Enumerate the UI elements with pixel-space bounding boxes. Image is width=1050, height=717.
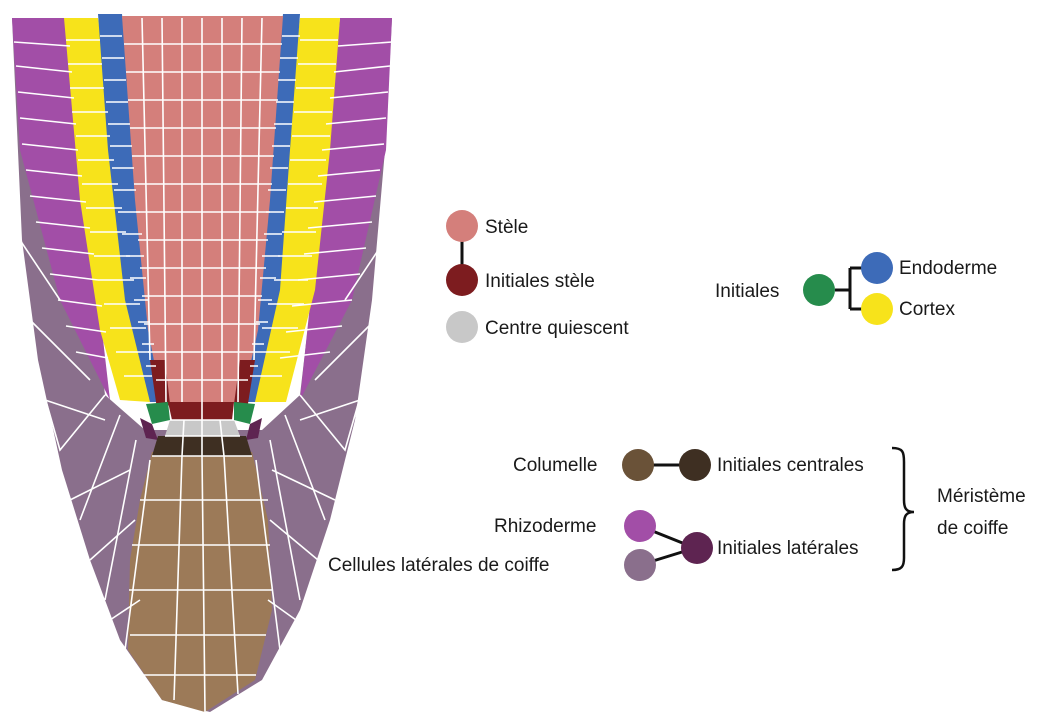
- label-lateral-initials: Initiales latérales: [717, 538, 859, 559]
- label-epidermis: Rhizoderme: [494, 516, 596, 537]
- stele-initials: [168, 402, 234, 420]
- cortex-endodermis-initials: [146, 402, 170, 424]
- cortex-swatch: [861, 293, 893, 325]
- label-lateral-root-cap: Cellules latérales de coiffe: [328, 555, 549, 576]
- label-meristem-line2: de coiffe: [937, 518, 1008, 539]
- stele-swatch: [446, 210, 478, 242]
- columella-swatch: [622, 449, 654, 481]
- label-columella: Columelle: [513, 455, 597, 476]
- root-illustration: [12, 14, 392, 712]
- meristem-brace: [892, 448, 914, 570]
- label-columella-initials: Initiales centrales: [717, 455, 864, 476]
- epidermis-swatch: [624, 510, 656, 542]
- lateral-initials-swatch: [681, 532, 713, 564]
- legend: Stèle Initiales stèle Centre quiescent I…: [328, 210, 1026, 581]
- label-meristem-line1: Méristème: [937, 486, 1026, 507]
- label-stele-initials: Initiales stèle: [485, 271, 595, 292]
- label-stele: Stèle: [485, 217, 528, 238]
- label-cortex: Cortex: [899, 299, 955, 320]
- quiescent-center-swatch: [446, 311, 478, 343]
- label-quiescent-center: Centre quiescent: [485, 318, 629, 339]
- label-endodermis: Endoderme: [899, 258, 997, 279]
- endodermis-swatch: [861, 252, 893, 284]
- stele-initials-swatch: [446, 264, 478, 296]
- cortex-endodermis-initials: [234, 402, 255, 424]
- lateral-root-cap-swatch: [624, 549, 656, 581]
- initials-swatch: [803, 274, 835, 306]
- columella-initials-swatch: [679, 449, 711, 481]
- columella: [128, 452, 272, 712]
- label-initials: Initiales: [715, 281, 779, 302]
